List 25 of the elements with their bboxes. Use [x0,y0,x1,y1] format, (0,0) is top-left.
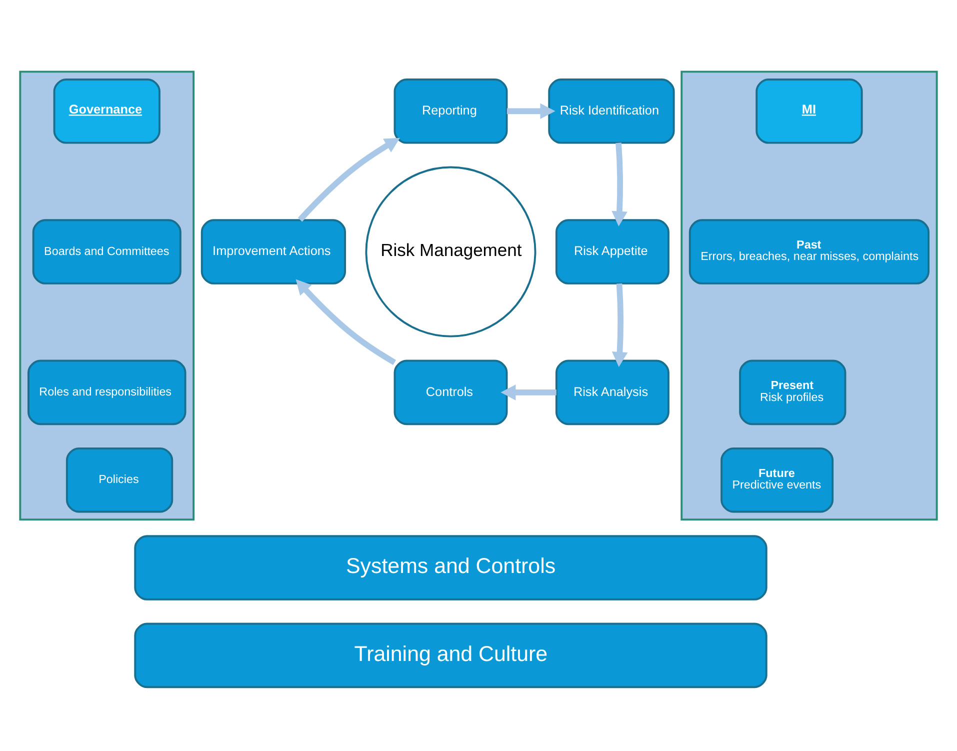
cluster [680,70,938,521]
node-box: Present Risk profiles [739,360,846,426]
node-box: Risk Identification [548,78,675,144]
arrow [500,384,556,400]
node-box: Risk Analysis [555,360,670,426]
arrow [506,103,556,120]
node-box: Boards and Committees [32,219,182,284]
arrow [296,279,396,365]
node-box: Policies [66,447,174,513]
node-box: MI [756,78,863,144]
node-box: Improvement Actions [200,219,346,284]
cluster [19,70,195,521]
node-circle: Risk Management [365,166,536,338]
arrow [612,283,628,368]
arrow [612,142,628,226]
node-box: Future Predictive events [720,447,834,513]
node-box: Systems and Controls [134,535,768,600]
node-box: Controls [394,360,508,426]
node-box: Risk Appetite [555,219,670,284]
node-box: Reporting [394,78,508,144]
node-box: Training and Culture [134,622,768,688]
arrow [298,138,400,222]
node-box: Roles and responsibilities [27,360,186,426]
node-box: Governance [53,78,160,144]
node-box: Past Errors, breaches, near misses, complaints [688,219,930,284]
